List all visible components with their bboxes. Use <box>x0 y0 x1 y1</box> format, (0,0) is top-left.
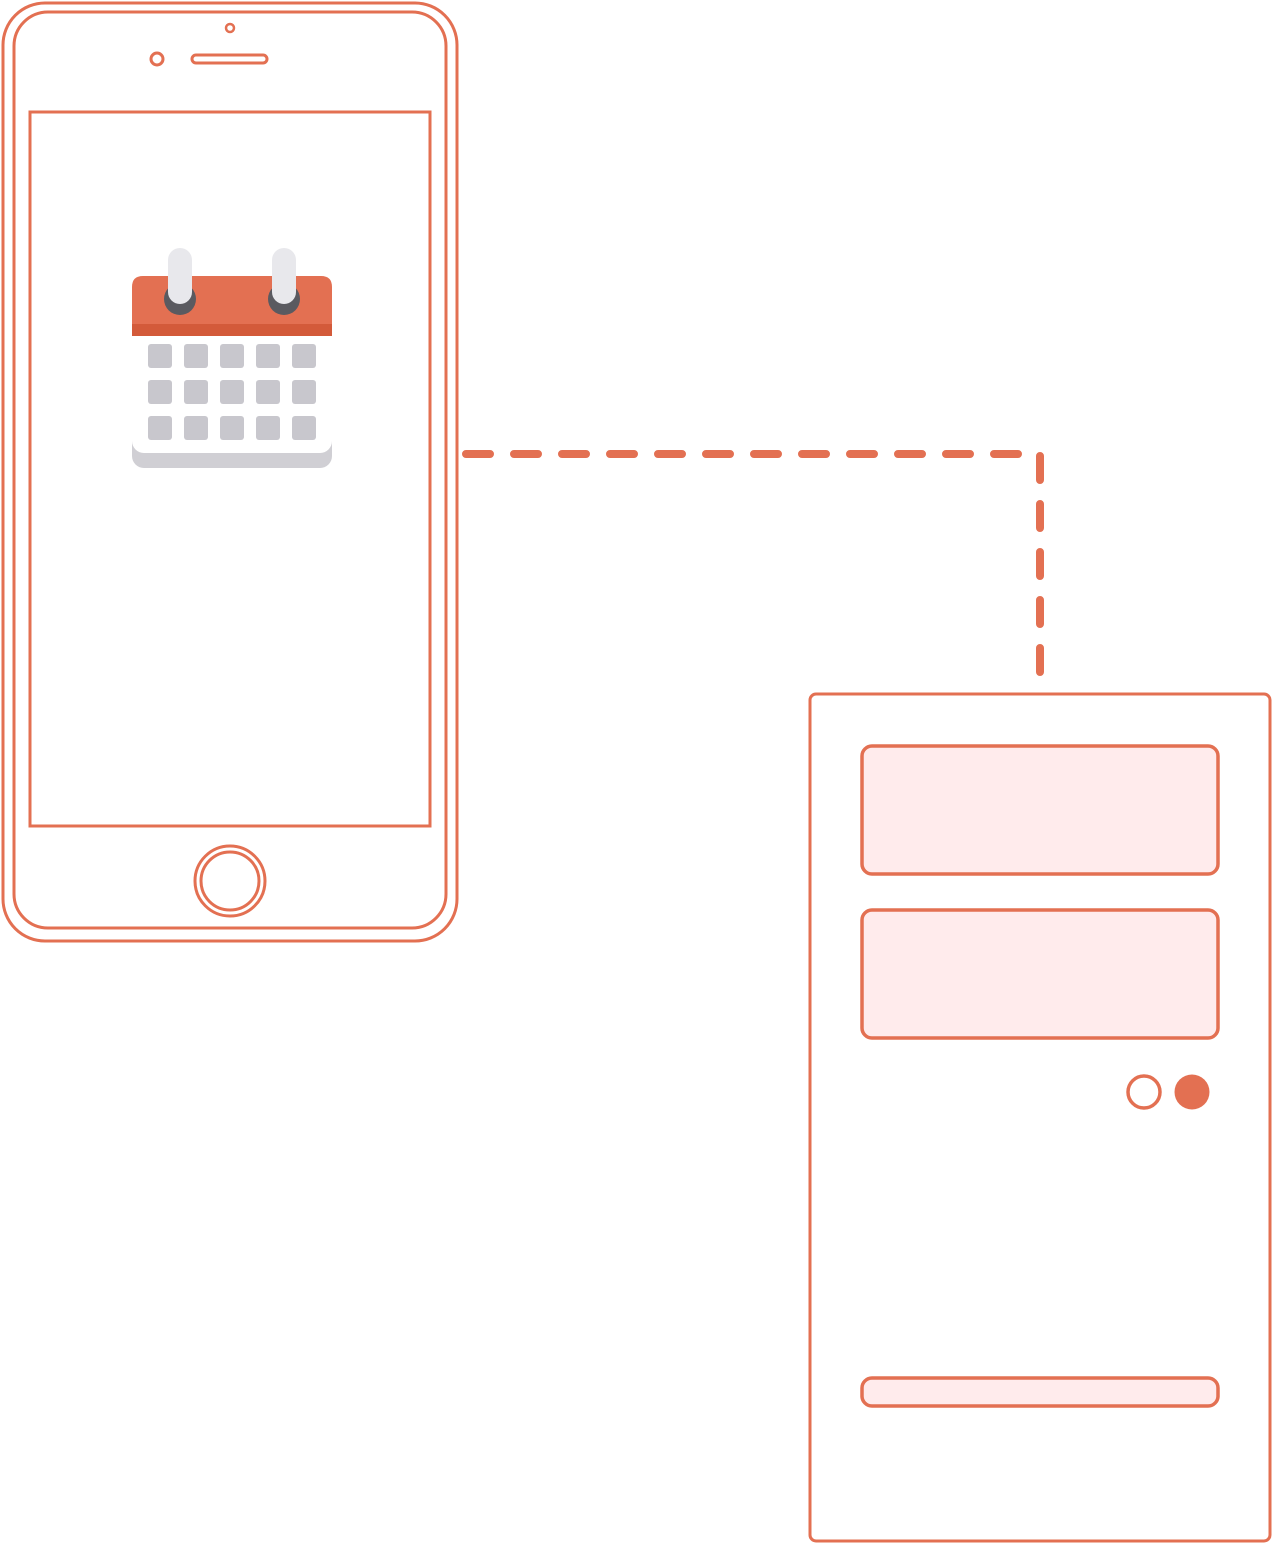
home-button-outer-ring <box>193 844 267 918</box>
home-button-inner-ring <box>199 850 261 912</box>
calendar-day-cell <box>256 416 280 440</box>
calendar-day-cell <box>292 380 316 404</box>
server-case <box>808 692 1272 1543</box>
calendar-day-cell <box>220 416 244 440</box>
phone-inner-frame <box>12 10 448 930</box>
calendar-day-cell <box>148 344 172 368</box>
calendar-day-cell <box>220 380 244 404</box>
smartphone <box>1 1 459 943</box>
server-indicator-light-on <box>1174 1074 1210 1110</box>
calendar-day-cell <box>256 380 280 404</box>
calendar-day-grid <box>148 344 316 440</box>
calendar-day-cell <box>148 416 172 440</box>
phone-home-button[interactable] <box>193 844 267 918</box>
server-slot <box>860 1376 1220 1408</box>
server-tower <box>808 692 1272 1543</box>
phone-sensor-dot <box>224 22 236 34</box>
calendar-day-cell <box>148 380 172 404</box>
calendar-binder-ring-right <box>272 248 296 304</box>
calendar-icon <box>132 248 332 468</box>
calendar-day-cell <box>184 344 208 368</box>
calendar-header-stripe <box>132 324 332 336</box>
connection-line <box>462 450 1044 680</box>
calendar-binder-ring-left <box>168 248 192 304</box>
phone-front-camera <box>149 51 165 67</box>
server-drive-bay-2 <box>860 908 1220 1040</box>
phone-screen <box>28 110 432 828</box>
calendar-day-cell <box>256 344 280 368</box>
calendar-day-cell <box>292 416 316 440</box>
server-drive-bay-1 <box>860 744 1220 876</box>
calendar-day-cell <box>184 380 208 404</box>
calendar-day-cell <box>292 344 316 368</box>
server-indicator-light-off <box>1126 1074 1162 1110</box>
calendar-day-cell <box>220 344 244 368</box>
phone-speaker <box>190 53 269 65</box>
calendar-day-cell <box>184 416 208 440</box>
